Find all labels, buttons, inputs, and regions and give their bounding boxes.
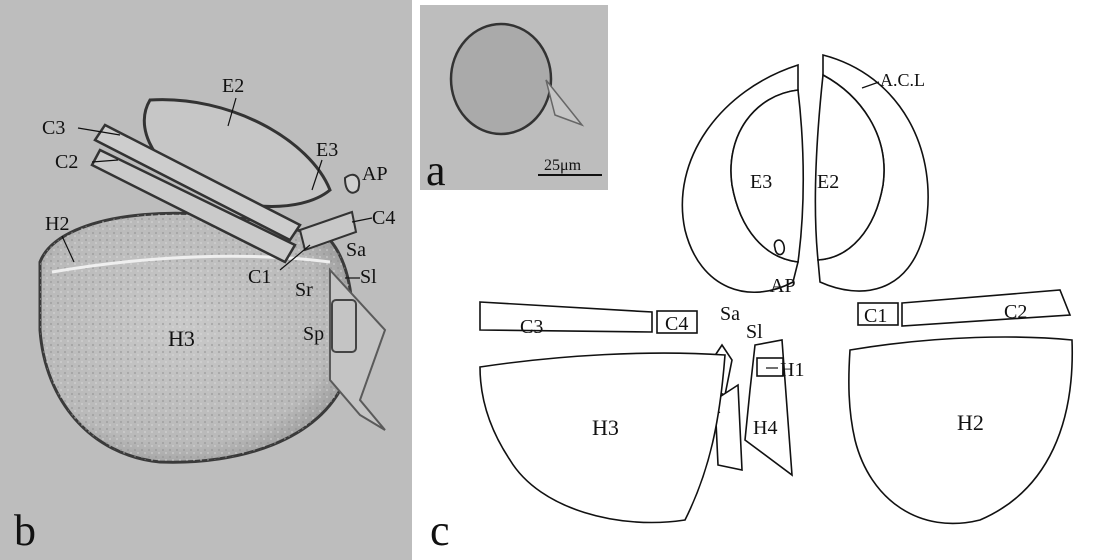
- c-label-H4: H4: [753, 417, 777, 439]
- b-label-C4: C4: [372, 207, 395, 229]
- panel-a-letter: a: [426, 146, 446, 190]
- c-label-H3: H3: [592, 415, 619, 440]
- c-label-C2: C2: [1004, 301, 1027, 323]
- epitheca-drawing: [682, 55, 928, 292]
- b-label-Sr: Sr: [295, 279, 313, 301]
- b-label-Sp: Sp: [303, 323, 324, 345]
- c-label-Sl: Sl: [746, 321, 763, 343]
- micrograph-a-image: a 25μm: [420, 5, 608, 190]
- b-label-Sa: Sa: [346, 239, 366, 261]
- panel-a-micrograph: a 25μm: [420, 5, 608, 190]
- b-label-AP: AP: [362, 163, 388, 185]
- panel-c-letter: c: [430, 506, 450, 555]
- b-label-C3: C3: [42, 117, 65, 139]
- panel-b-letter: b: [14, 506, 36, 555]
- c-label-ACL: A.C.L: [880, 70, 925, 90]
- b-label-H3: H3: [168, 326, 195, 351]
- panel-b-micrograph: E2 E3 C3 C2 AP C4 H2 Sa C1 Sl Sr H3 Sp b: [0, 0, 412, 560]
- c-label-E2: E2: [817, 171, 839, 193]
- c-label-C1: C1: [864, 305, 887, 327]
- c-label-Sa: Sa: [720, 303, 740, 325]
- c-label-E3: E3: [750, 171, 772, 193]
- b-label-E3: E3: [316, 139, 338, 161]
- scale-bar-label: 25μm: [544, 157, 582, 174]
- b-label-Sl: Sl: [360, 266, 377, 288]
- c-label-AP: AP: [770, 275, 796, 297]
- c-label-H2: H2: [957, 410, 984, 435]
- c-label-H1: H1: [780, 359, 804, 381]
- c-label-C3: C3: [520, 316, 543, 338]
- cell-a-shape: [451, 24, 551, 134]
- b-label-C1: C1: [248, 266, 271, 288]
- micrograph-b-image: E2 E3 C3 C2 AP C4 H2 Sa C1 Sl Sr H3 Sp b: [0, 0, 412, 560]
- b-label-C2: C2: [55, 151, 78, 173]
- c-label-C4: C4: [665, 313, 688, 335]
- b-label-H2: H2: [45, 213, 69, 235]
- b-label-E2: E2: [222, 75, 244, 97]
